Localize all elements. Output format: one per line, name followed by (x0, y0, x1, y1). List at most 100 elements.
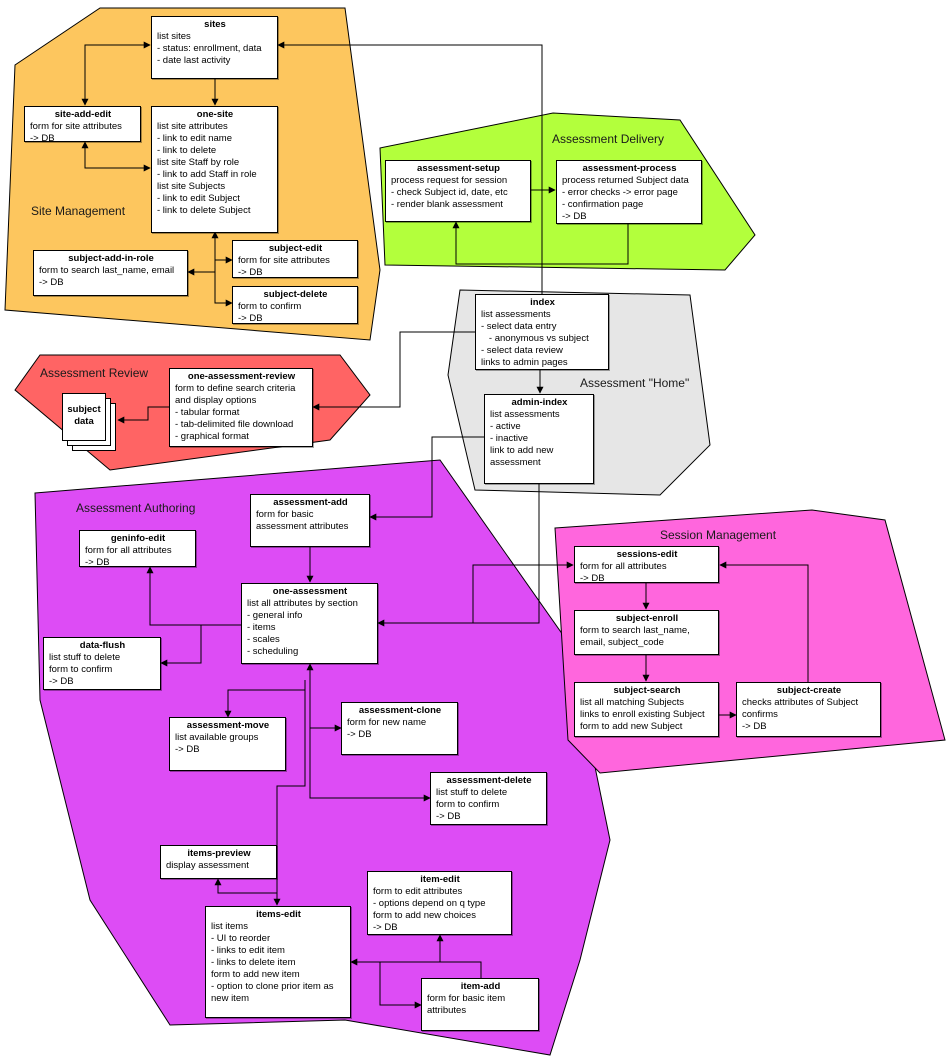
node-line: form for all attributes (85, 545, 172, 556)
node-line: list assessments (481, 309, 551, 320)
node-line: form to add new item (211, 969, 300, 980)
node-line: process request for session (391, 175, 508, 186)
node-line: form to define search criteria (175, 383, 296, 394)
node-title: items-preview (187, 848, 251, 859)
node-line: - tabular format (175, 407, 240, 418)
node-line: -> DB (347, 729, 372, 740)
node-line: list site Staff by role (157, 157, 240, 168)
node-line: - render blank assessment (391, 199, 503, 210)
node-line: list stuff to delete (436, 787, 508, 798)
node-title: assessment-setup (417, 163, 500, 174)
node-title: item-add (460, 981, 501, 992)
node-line: form for basic item (427, 993, 506, 1004)
node-line: - link to edit Subject (157, 193, 240, 204)
node-line: list all matching Subjects (580, 697, 685, 708)
region-label-site-management: Site Management (31, 204, 126, 218)
node-line: form for basic (256, 509, 314, 520)
node-line: - scheduling (247, 646, 299, 657)
node-title: subject-edit (268, 243, 323, 254)
node-line: -> DB (562, 211, 587, 222)
node-title: sites (204, 19, 226, 30)
node-line: form to confirm (436, 799, 500, 810)
node-line: -> DB (49, 676, 74, 687)
edge-sites-site-add-edit (81, 41, 151, 106)
node-title: site-add-edit (54, 109, 112, 120)
node-line: - error checks -> error page (562, 187, 678, 198)
node-line: -> DB (436, 811, 461, 822)
node-line: attributes (427, 1005, 467, 1016)
node-line: - date last activity (157, 55, 231, 66)
node-line: -> DB (238, 267, 263, 278)
node-line: -> DB (85, 557, 110, 568)
node-line: form for site attributes (238, 255, 330, 266)
edge-spine-down (309, 664, 431, 802)
node-line: - items (247, 622, 276, 633)
node-line: form for all attributes (580, 561, 667, 572)
node-line: list available groups (175, 732, 259, 743)
node-line: - active (490, 421, 521, 432)
region-label-assessment-home: Assessment "Home" (580, 376, 690, 390)
edge-one-assessment-move (224, 689, 305, 718)
node-title: geninfo-edit (110, 533, 166, 544)
node-title: assessment-clone (358, 705, 442, 716)
node-line: form to add new choices (373, 910, 476, 921)
node-line: -> DB (238, 313, 263, 324)
node-line: - link to delete (157, 145, 217, 156)
node-title: subject-enroll (615, 613, 679, 624)
node-title: one-site (196, 109, 234, 120)
node-line: links to admin pages (481, 357, 568, 368)
node-line: form for new name (347, 717, 427, 728)
edge-index-sites (277, 41, 543, 294)
node-title: assessment-process (582, 163, 677, 174)
region-label-assessment-review: Assessment Review (40, 366, 149, 380)
subject-data-document-stack: subject data (62, 393, 122, 457)
node-line: - graphical format (175, 431, 249, 442)
node-line: form for site attributes (30, 121, 122, 132)
edge-one-assessment-data-flush (160, 625, 202, 667)
node-title: admin-index (511, 397, 568, 408)
node-line: email, subject_code (580, 637, 664, 648)
region-label-assessment-authoring: Assessment Authoring (76, 501, 196, 515)
node-line: form to search last_name, email (39, 265, 175, 276)
node-line: display assessment (166, 860, 249, 871)
node-title: assessment-add (273, 497, 348, 508)
node-title: items-edit (256, 909, 301, 920)
node-title: subject-delete (263, 289, 328, 300)
node-line: link to add new (490, 445, 554, 456)
node-line: - option to clone prior item as (211, 981, 334, 992)
node-line: assessment (490, 457, 541, 468)
edge-items-preview (214, 878, 277, 894)
node-line: and display options (175, 395, 257, 406)
node-title: assessment-delete (446, 775, 532, 786)
edge-one-assessment-geninfo (146, 566, 241, 626)
node-line: - link to delete Subject (157, 205, 251, 216)
node-title: one-assessment-review (187, 371, 296, 382)
node-line: links to enroll existing Subject (580, 709, 705, 720)
